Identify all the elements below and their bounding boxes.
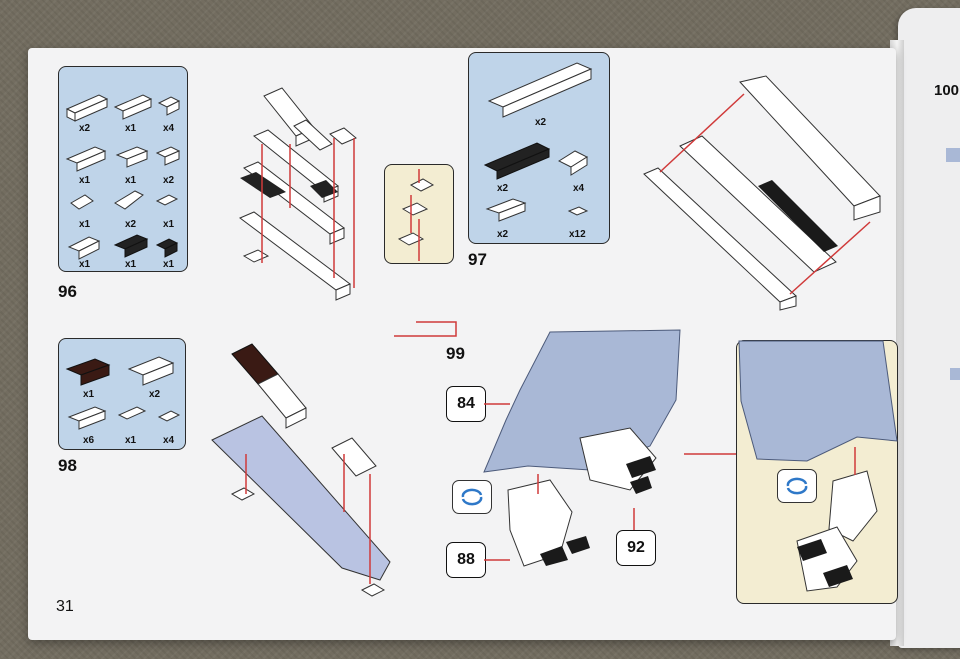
rotate-icon <box>461 488 483 506</box>
parts-panel-98: x1 x2 x6 x1 x4 <box>58 338 186 450</box>
sub-assembly-panel-96 <box>384 164 454 264</box>
qty-label: x2 <box>535 117 547 128</box>
parts-panel-97: x2 x2 x4 x2 x12 <box>468 52 610 244</box>
parts-panel-96: x2 x1 x4 x1 x1 x2 x1 x2 x1 x1 x1 x1 <box>58 66 188 272</box>
qty-label: x1 <box>79 259 91 270</box>
rotate-icon-box <box>452 480 492 514</box>
callout-arrows <box>484 403 740 561</box>
qty-label: x1 <box>125 175 137 186</box>
parts-art-98 <box>65 356 181 430</box>
qty-label: x2 <box>79 123 91 134</box>
step-number: 96 <box>58 282 77 301</box>
qty-label: x6 <box>83 435 95 446</box>
callout-92: 92 <box>616 530 656 566</box>
qty-label: x2 <box>125 219 137 230</box>
qty-label: x2 <box>149 389 161 400</box>
next-page-edge-art <box>946 148 960 380</box>
assembly-art-97 <box>643 75 881 311</box>
qty-label: x1 <box>125 123 137 134</box>
assembly-art-99 <box>483 329 681 567</box>
qty-label: x1 <box>83 389 95 400</box>
qty-label: x2 <box>163 175 175 186</box>
qty-label: x1 <box>79 219 91 230</box>
rotate-icon-box <box>777 469 817 503</box>
callout-84: 84 <box>446 386 486 422</box>
qty-label: x1 <box>79 175 91 186</box>
instruction-page: x2 x1 x4 x1 x1 x2 x1 x2 x1 x1 x1 x1 96 <box>28 48 898 640</box>
qty-label: x4 <box>573 183 585 194</box>
qty-label: x1 <box>163 259 175 270</box>
page-number: 31 <box>56 598 74 615</box>
sub-assembly-art-96 <box>397 169 435 261</box>
sub-assembly-art-99 <box>738 340 898 592</box>
assembly-art-98 <box>211 343 391 597</box>
qty-label: x2 <box>497 183 509 194</box>
qty-label: x2 <box>497 229 509 240</box>
callout-88: 88 <box>446 542 486 578</box>
rotate-icon <box>786 477 808 495</box>
next-page: 100 <box>898 8 960 648</box>
qty-label: x4 <box>163 435 175 446</box>
step-number: 98 <box>58 456 77 475</box>
parts-art-96 <box>65 94 181 260</box>
qty-label: x1 <box>125 435 137 446</box>
parts-art-97 <box>483 62 593 222</box>
qty-label: x4 <box>163 123 175 134</box>
next-step-number: 100 <box>934 82 960 99</box>
step-number: 99 <box>446 344 465 363</box>
qty-label: x1 <box>163 219 175 230</box>
sub-assembly-panel-99 <box>736 340 898 604</box>
qty-label: x1 <box>125 259 137 270</box>
step-number: 97 <box>468 250 487 269</box>
assembly-art-96 <box>239 87 457 337</box>
qty-label: x12 <box>569 229 586 240</box>
